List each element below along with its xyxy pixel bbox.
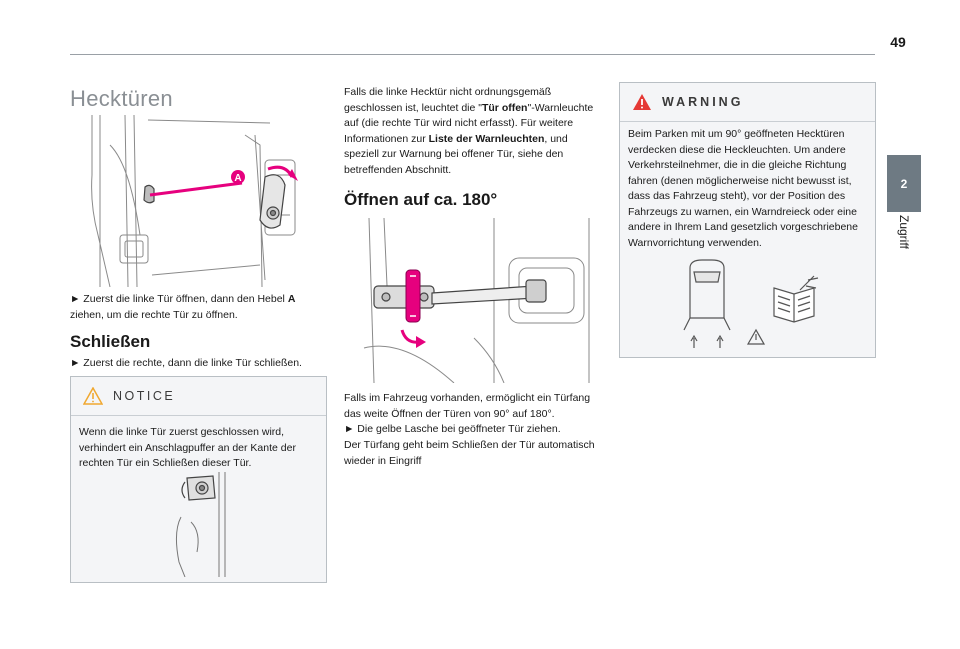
step-open-doors: ► Zuerst die linke Tür öffnen, dann den … [70, 293, 296, 321]
notice-header: NOTICE [71, 377, 326, 416]
chapter-number: 2 [900, 176, 908, 191]
warning-box: WARNING Beim Parken mit um 90° geöffnete… [619, 82, 876, 358]
notice-triangle-icon [83, 387, 103, 405]
callout-label-a: A [234, 173, 241, 184]
chapter-label: Zugriff [897, 215, 911, 249]
heading-closing: Schließen [70, 332, 151, 351]
door-check-reengage: Der Türfang geht beim Schließen der Tür … [344, 439, 595, 467]
notice-box: NOTICE Wenn die linke Tür zuerst geschlo… [70, 376, 327, 583]
page-number: 49 [890, 34, 906, 50]
section-title: Hecktüren [70, 86, 173, 111]
step-pull-tab: ► Die gelbe Lasche bei geöffneter Tür zi… [344, 423, 561, 435]
door-open-warning-text: Falls die linke Hecktür nicht ordnungsge… [344, 86, 594, 176]
warning-triangle-icon [633, 94, 651, 110]
chapter-tab[interactable]: 2 [887, 155, 921, 212]
warning-text: Beim Parken mit um 90° geöffneten Hecktü… [628, 128, 858, 249]
heading-opening-180: Öffnen auf ca. 180° [344, 190, 498, 209]
warning-header: WARNING [620, 83, 875, 122]
warning-title: WARNING [662, 95, 744, 109]
rear-door-lever-illustration: A [70, 115, 326, 287]
bumper-stop-illustration [171, 472, 231, 577]
header-divider [70, 54, 875, 55]
parked-van-warning-triangle-illustration [682, 258, 822, 348]
notice-title: NOTICE [113, 389, 176, 403]
door-check-strap-illustration [344, 218, 600, 383]
notice-text: Wenn die linke Tür zuerst geschlossen wi… [79, 426, 296, 469]
door-check-description: Falls im Fahrzeug vorhanden, ermöglicht … [344, 392, 591, 420]
step-close-doors: ► Zuerst die rechte, dann die linke Tür … [70, 357, 302, 369]
